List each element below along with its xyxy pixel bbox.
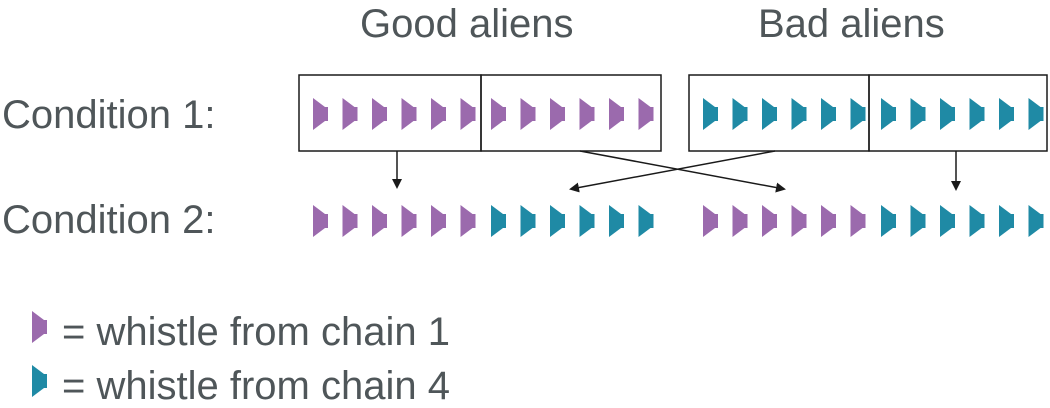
speaker-icon xyxy=(762,98,777,130)
speaker-icon xyxy=(491,205,506,237)
speaker-icon xyxy=(732,98,748,130)
speaker-icon xyxy=(969,205,985,237)
speaker-icon xyxy=(999,205,1014,237)
speaker-icon xyxy=(520,205,536,237)
speaker-icon xyxy=(850,205,866,237)
speaker-icon xyxy=(791,98,807,130)
speaker-icons-group xyxy=(32,98,1044,397)
speaker-icon xyxy=(431,205,446,237)
speaker-icon xyxy=(342,205,358,237)
speaker-icon xyxy=(940,205,955,237)
speaker-icon xyxy=(762,205,777,237)
speaker-icon xyxy=(638,98,654,130)
speaker-icon xyxy=(520,98,536,130)
speaker-icon xyxy=(460,205,476,237)
speaker-icon xyxy=(910,98,926,130)
speaker-icon xyxy=(881,98,896,130)
legend-speaker-chain-4-icon xyxy=(32,365,47,397)
speaker-icon xyxy=(550,205,565,237)
arrow-good-right-to-bad xyxy=(579,150,786,193)
condition-2-label: Condition 2: xyxy=(2,198,216,242)
header-good-aliens: Good aliens xyxy=(360,2,574,46)
speaker-icon xyxy=(579,205,595,237)
condition-1-label: Condition 1: xyxy=(2,93,216,137)
condition-1-good-box-right xyxy=(480,74,662,152)
speaker-icon xyxy=(703,98,718,130)
speaker-icon xyxy=(1028,98,1044,130)
arrow-bad-left-to-good xyxy=(569,150,776,193)
speaker-icon xyxy=(703,205,718,237)
speaker-icon xyxy=(401,98,417,130)
legend-chain-1-label: = whistle from chain 1 xyxy=(62,310,450,354)
speaker-icon xyxy=(460,98,476,130)
speaker-icon xyxy=(1028,205,1044,237)
legend-speaker-chain-1-icon xyxy=(32,311,47,343)
speaker-icon xyxy=(969,98,985,130)
speaker-icon xyxy=(609,205,624,237)
speaker-icon xyxy=(791,205,807,237)
speaker-icon xyxy=(431,98,446,130)
speaker-icon xyxy=(313,98,328,130)
speaker-icon xyxy=(550,98,565,130)
speaker-icon xyxy=(491,98,506,130)
speaker-icon xyxy=(372,98,387,130)
legend-chain-4-label: = whistle from chain 4 xyxy=(62,364,450,408)
speaker-icon xyxy=(372,205,387,237)
speaker-icon xyxy=(910,205,926,237)
speaker-icon xyxy=(313,205,328,237)
speaker-icon xyxy=(342,98,358,130)
speaker-icon xyxy=(638,205,654,237)
speaker-icon xyxy=(940,98,955,130)
speaker-icon xyxy=(579,98,595,130)
speaker-icon xyxy=(821,205,836,237)
speaker-icon xyxy=(401,205,417,237)
speaker-icon xyxy=(609,98,624,130)
speaker-icon xyxy=(881,205,896,237)
header-bad-aliens: Bad aliens xyxy=(758,2,945,46)
speaker-icon xyxy=(821,98,836,130)
speaker-icon xyxy=(999,98,1014,130)
speaker-icon xyxy=(732,205,748,237)
condition-1-bad-box-right xyxy=(868,74,1048,152)
speaker-icon xyxy=(850,98,866,130)
